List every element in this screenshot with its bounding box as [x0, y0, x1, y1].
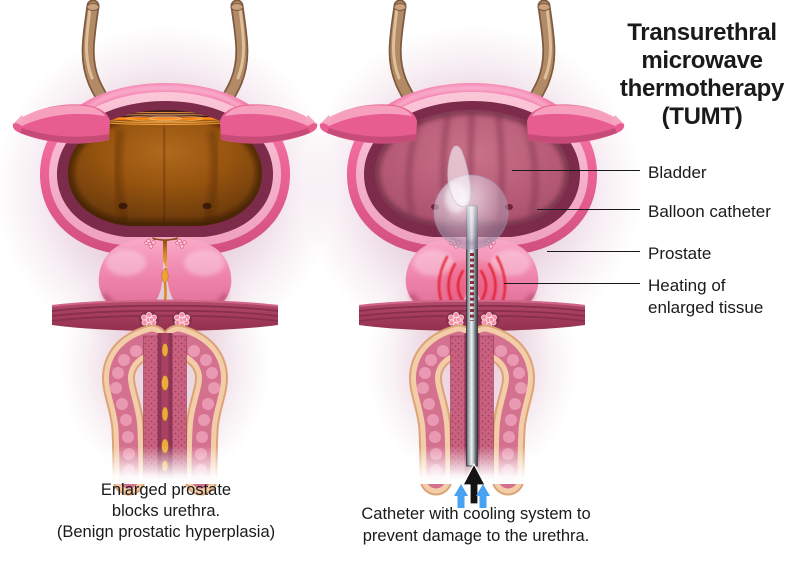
label-bladder: Bladder — [648, 163, 707, 182]
pelvic-floor-muscle — [51, 298, 279, 332]
title-line: microwave — [641, 47, 763, 74]
callout-line-prostate — [547, 251, 640, 252]
callout-line-balloon-catheter — [537, 209, 640, 210]
cooling-arrow-left-icon — [454, 484, 468, 508]
title-line: thermotherapy — [619, 75, 785, 102]
label-prostate: Prostate — [648, 244, 712, 263]
callout-line-bladder — [512, 170, 640, 171]
label-heating-of-enlarged-tissue: Heating of enlarged tissue — [648, 276, 764, 317]
catheter-tip — [447, 145, 472, 207]
page-title: Transurethral microwave thermotherapy (T… — [602, 19, 800, 131]
label-balloon-catheter: Balloon catheter — [648, 202, 771, 221]
up-arrow-icon — [462, 463, 486, 505]
caption-line: blocks urethra. — [111, 502, 221, 520]
title-line: Transurethral — [627, 19, 777, 46]
balloon — [433, 174, 509, 250]
microwave-catheter — [433, 145, 509, 467]
ureteral-orifice — [202, 202, 212, 210]
caption-line: (Benign prostatic hyperplasia) — [56, 523, 276, 541]
figure-tumt-treatment — [302, 4, 642, 508]
figure-enlarged-prostate — [0, 4, 335, 486]
caption-line: Catheter with cooling system to — [361, 505, 591, 523]
caption-right-figure: Catheter with cooling system to prevent … — [336, 503, 616, 547]
caption-left-figure: Enlarged prostate blocks urethra. (Benig… — [40, 480, 292, 543]
cooling-arrow-right-icon — [476, 484, 490, 508]
ureteral-orifice — [118, 202, 128, 210]
callout-line-heating — [504, 283, 640, 284]
cooling-flow-icon — [454, 484, 490, 508]
caption-line: prevent damage to the urethra. — [362, 527, 590, 545]
caption-line: Enlarged prostate — [100, 481, 232, 499]
title-line: (TUMT) — [661, 103, 743, 130]
